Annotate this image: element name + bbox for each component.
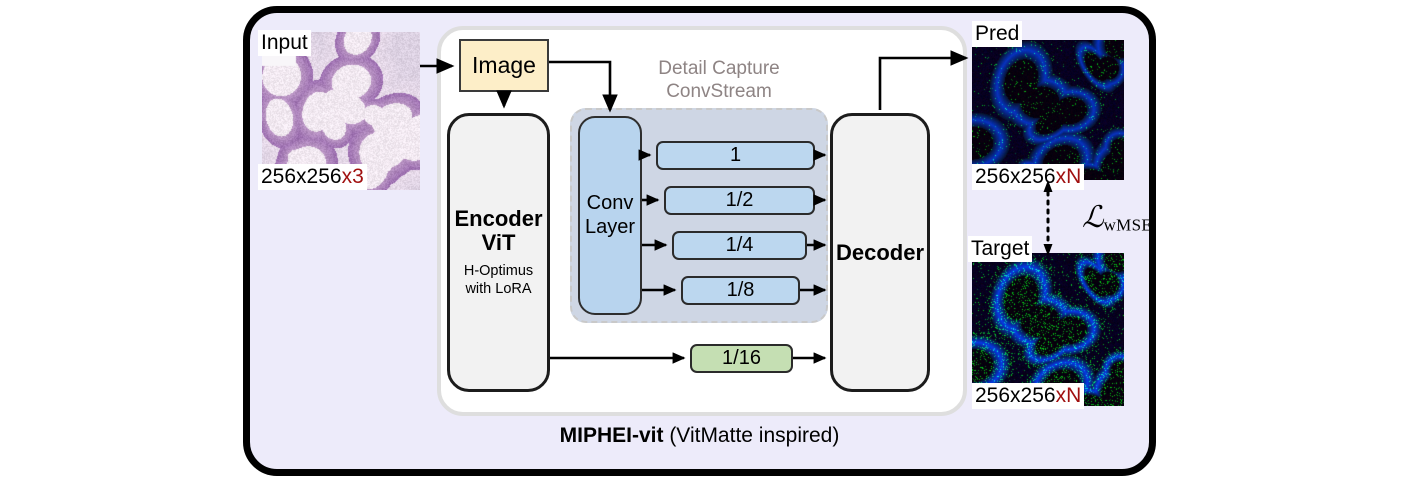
conv-layer-line1: Conv	[586, 192, 634, 215]
encoder-sub-line1: H-Optimus	[463, 262, 534, 279]
target-micrograph	[972, 253, 1124, 406]
loss-subscript: wMSE	[1103, 215, 1153, 235]
encoder-title: Encoder ViT	[454, 205, 543, 256]
image-node: Image	[459, 39, 549, 92]
scale-node-1-4: 1/4	[672, 231, 807, 260]
input-label: Input	[258, 30, 311, 56]
convstream-label-line2: ConvStream	[666, 81, 772, 103]
loss-label: ℒwMSE	[1082, 200, 1152, 236]
pred-label: Pred	[972, 21, 1023, 47]
encoder-vit-node: Encoder ViT H-Optimus with LoRA	[447, 113, 550, 392]
scale-node-1-2: 1/2	[664, 186, 815, 215]
encoder-subtitle: H-Optimus with LoRA	[464, 263, 533, 298]
figure-caption: MIPHEI-vit (VitMatte inspired)	[243, 424, 1156, 448]
convstream-label: Detail Capture ConvStream	[604, 57, 834, 103]
caption-model-name: MIPHEI-vit	[559, 424, 664, 447]
encoder-sub-line2: with LoRA	[465, 280, 532, 297]
conv-layer-line2: Layer	[584, 215, 636, 238]
scale-node-1: 1	[656, 141, 815, 170]
caption-subtitle: (VitMatte inspired)	[663, 424, 840, 447]
conv-layer-node: Conv Layer	[578, 116, 642, 315]
loss-symbol: ℒ	[1082, 201, 1104, 234]
pred-dimensions: 256x256xN	[972, 164, 1085, 190]
scale-node-1-16: 1/16	[690, 344, 793, 373]
pred-micrograph	[972, 40, 1124, 180]
encoder-title-line2: ViT	[481, 230, 516, 256]
target-dim-suffix: xN	[1055, 384, 1082, 407]
decoder-node: Decoder	[830, 113, 930, 392]
target-label: Target	[968, 236, 1033, 262]
input-micrograph	[262, 32, 420, 190]
scale-node-1-8: 1/8	[681, 276, 800, 305]
pred-dim-suffix: xN	[1055, 165, 1082, 188]
target-dim-prefix: 256x256	[975, 384, 1056, 407]
input-dimensions: 256x256x3	[258, 164, 367, 190]
input-dim-prefix: 256x256	[261, 165, 342, 188]
pred-dim-prefix: 256x256	[975, 165, 1056, 188]
encoder-title-line1: Encoder	[454, 205, 543, 231]
convstream-label-line1: Detail Capture	[658, 58, 780, 79]
target-dimensions: 256x256xN	[972, 383, 1085, 409]
input-dim-suffix: x3	[341, 165, 364, 188]
